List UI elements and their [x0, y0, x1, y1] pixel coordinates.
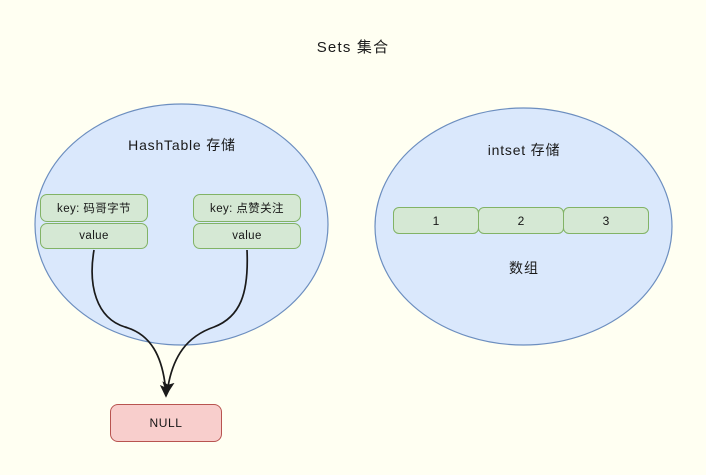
connector-value1-to-null: [91, 249, 167, 394]
hashtable-ellipse-label: HashTable 存储: [128, 137, 236, 153]
value-box: value: [193, 223, 301, 249]
value-box: value: [40, 223, 148, 249]
array-cell: 3: [563, 207, 649, 234]
key-box: key: 点赞关注: [193, 194, 301, 222]
array-label: 数组: [509, 260, 539, 276]
null-box: NULL: [110, 404, 222, 442]
hashtable-ellipse: [34, 103, 329, 346]
hashtable-entry-2: key: 点赞关注 value: [193, 194, 301, 249]
array-cell: 2: [478, 207, 564, 234]
array-cell: 1: [393, 207, 479, 234]
connector-value2-to-null: [162, 249, 249, 395]
hashtable-entry-1: key: 码哥字节 value: [40, 194, 148, 249]
intset-ellipse-label: intset 存储: [487, 142, 561, 158]
page-title: Sets 集合: [316, 39, 390, 56]
key-box: key: 码哥字节: [40, 194, 148, 222]
